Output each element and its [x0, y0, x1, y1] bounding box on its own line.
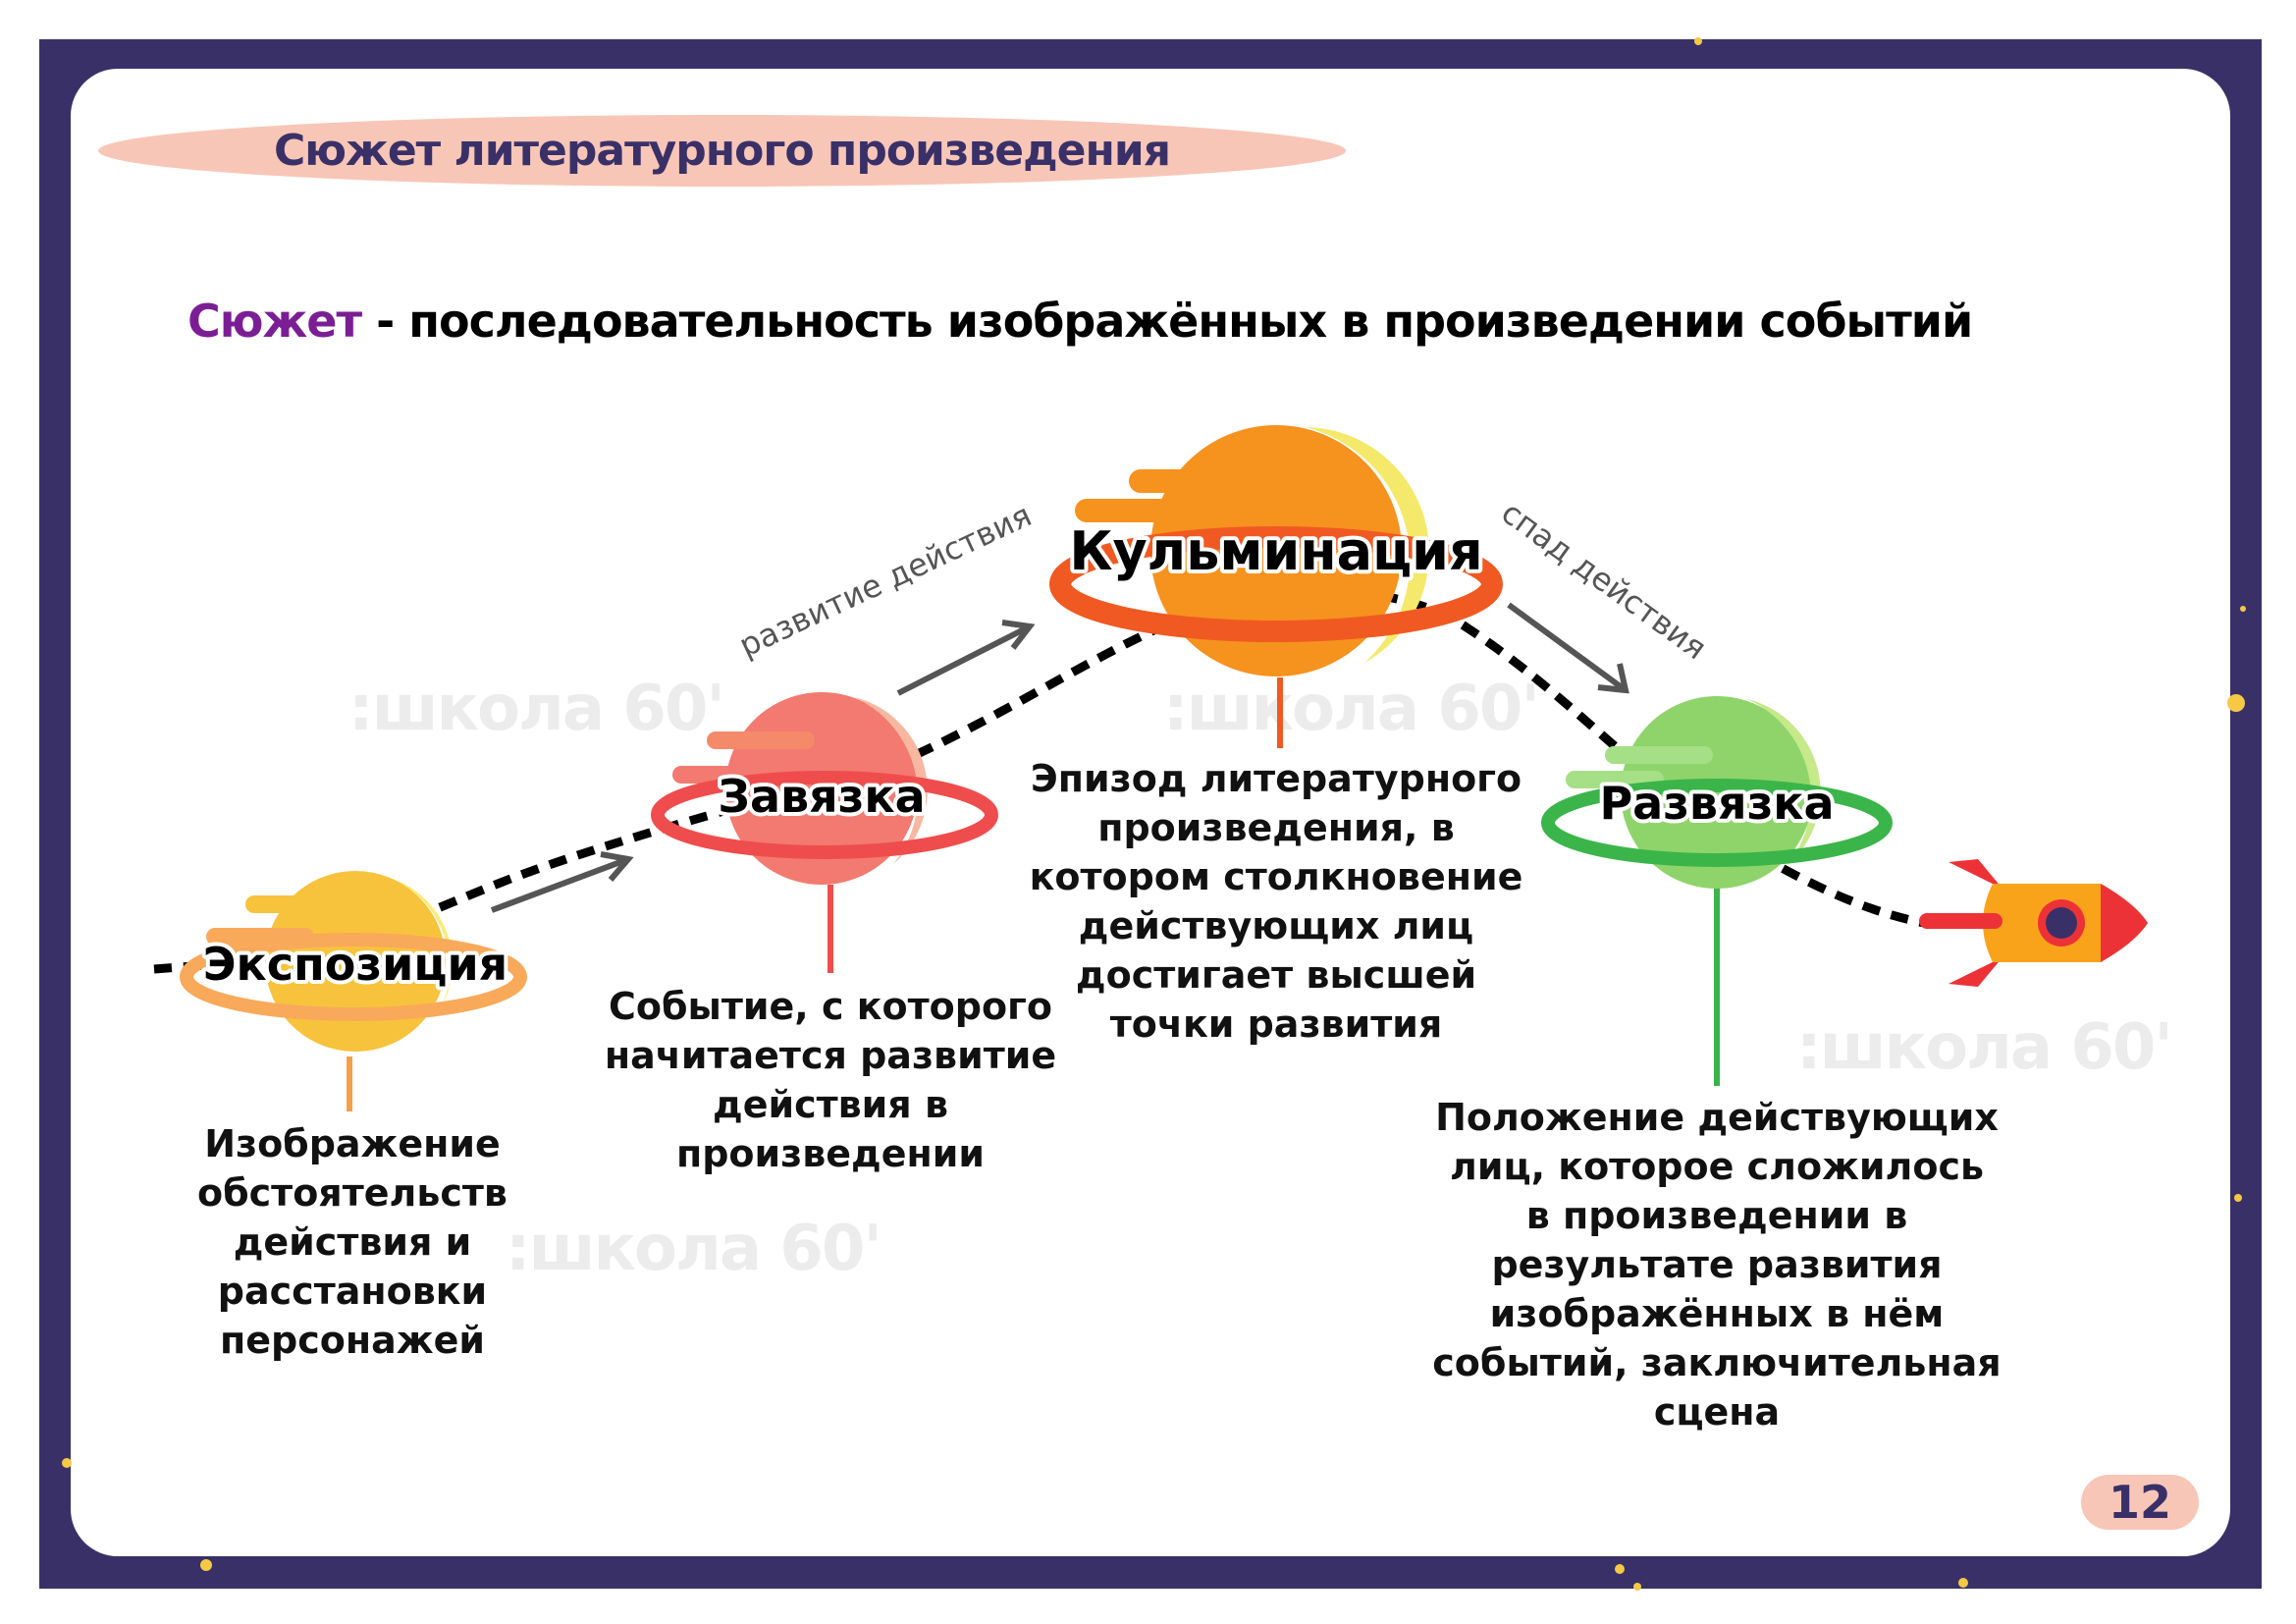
page-number: 12	[2081, 1475, 2199, 1530]
stage-description: Положение действующих лиц, которое сложи…	[1432, 1096, 2002, 1434]
star-dots	[62, 37, 2246, 1591]
stage-description: Эпизод литературного произведения, в кот…	[1029, 757, 1523, 1046]
page-title: Сюжет литературного произведения	[273, 126, 1171, 176]
planet-resolution-icon: Развязка	[1541, 696, 1893, 889]
stage-label: Экспозиция	[203, 938, 507, 991]
stage-label: Развязка	[1599, 777, 1834, 830]
plot-line	[153, 586, 1925, 974]
planet-climax-icon: Кульминация	[1049, 425, 1503, 677]
stage-label: Завязка	[718, 770, 925, 823]
rocket-icon	[1919, 859, 2148, 987]
stage-description: Изображение обстоятельств действия и рас…	[197, 1122, 507, 1362]
title-pill	[98, 115, 1346, 187]
watermark: :школа 60'	[1796, 1011, 2173, 1084]
stage-description: Событие, с которого начитается развитие …	[604, 985, 1057, 1175]
planet-exposition-icon: Экспозиция	[180, 871, 527, 1052]
definition: Сюжет - последовательность изображённых …	[187, 295, 1973, 348]
watermark: :школа 60'	[506, 1213, 882, 1285]
arrow-icon	[490, 602, 1629, 913]
watermark: :школа 60'	[348, 673, 725, 745]
watermark: :школа 60'	[1163, 673, 1540, 745]
planet-inciting-icon: Завязка	[651, 692, 998, 885]
definition-text: - последовательность изображённых в прои…	[361, 295, 1973, 348]
stage-label: Кульминация	[1069, 520, 1482, 582]
definition-term: Сюжет	[187, 295, 362, 348]
